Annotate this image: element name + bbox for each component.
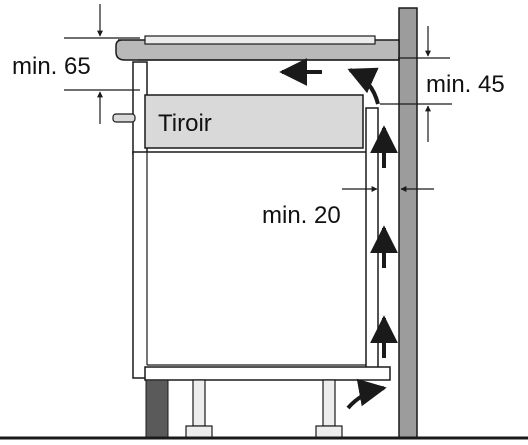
airflow-turn-curved-arrow-icon (347, 67, 380, 105)
hob-glass-plate (144, 35, 376, 45)
hob-worktop (115, 39, 400, 61)
top-clearance-label: min. 65 (12, 53, 91, 80)
wall-clearance-label: min. 45 (426, 71, 505, 98)
cabinet-leg-back-foot (315, 425, 343, 439)
cabinet-base (144, 366, 391, 381)
cabinet-body (132, 151, 369, 379)
drawer-handle (112, 113, 136, 123)
side-gap-label: min. 20 (262, 202, 341, 229)
cabinet-leg-front-foot (185, 425, 213, 439)
airflow-in-curved-arrow-icon (346, 378, 387, 410)
cabinet-leg-front (192, 379, 206, 427)
drawer (144, 94, 364, 149)
wall (398, 7, 418, 439)
skirting-board (145, 379, 169, 439)
cabinet-leg-back (322, 379, 336, 427)
cabinet-back-panel (365, 107, 379, 377)
drawer-label: Tiroir (158, 110, 212, 137)
